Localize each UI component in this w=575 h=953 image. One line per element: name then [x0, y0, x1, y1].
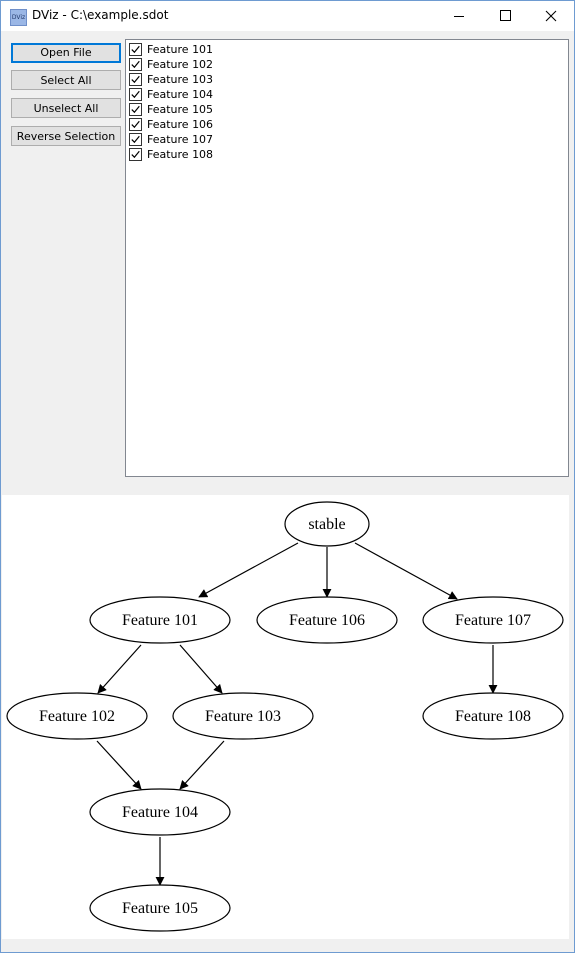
node-label: Feature 105	[122, 900, 198, 917]
node-ellipse	[256, 596, 398, 644]
node-ellipse	[422, 692, 564, 740]
node-label: stable	[308, 516, 345, 533]
app-icon: DViz	[10, 9, 27, 26]
node-ellipse	[284, 501, 370, 547]
graph-node-f105: Feature 105	[89, 884, 231, 932]
graph-node-f102: Feature 102	[6, 692, 148, 740]
checkmark-icon	[131, 150, 140, 159]
checkbox[interactable]	[129, 148, 142, 161]
graph-node-f107: Feature 107	[422, 596, 564, 644]
feature-label: Feature 108	[147, 148, 214, 161]
feature-label: Feature 105	[147, 103, 214, 116]
graph-node-f101: Feature 101	[89, 596, 231, 644]
feature-label: Feature 106	[147, 118, 214, 131]
checkmark-icon	[131, 75, 140, 84]
feature-label: Feature 107	[147, 133, 214, 146]
node-label: Feature 102	[39, 708, 115, 725]
checkmark-icon	[131, 60, 140, 69]
checkmark-icon	[131, 105, 140, 114]
node-ellipse	[89, 596, 231, 644]
reverse-selection-button[interactable]: Reverse Selection	[11, 126, 121, 146]
close-icon	[545, 10, 557, 22]
checkbox[interactable]	[129, 58, 142, 71]
checkbox[interactable]	[129, 103, 142, 116]
graph-edge	[179, 740, 225, 790]
checkbox[interactable]	[129, 88, 142, 101]
node-label: Feature 101	[122, 612, 198, 629]
node-label: Feature 104	[122, 804, 198, 821]
checkbox[interactable]	[129, 133, 142, 146]
feature-label: Feature 103	[147, 73, 214, 86]
minimize-button[interactable]	[436, 1, 482, 31]
node-label: Feature 108	[455, 708, 531, 725]
graph-edge	[354, 542, 458, 600]
node-ellipse	[422, 596, 564, 644]
node-ellipse	[89, 788, 231, 836]
graph-node-f106: Feature 106	[256, 596, 398, 644]
feature-label: Feature 104	[147, 88, 214, 101]
maximize-button[interactable]	[482, 1, 528, 31]
unselect-all-button[interactable]: Unselect All	[11, 98, 121, 118]
checkmark-icon	[131, 45, 140, 54]
window-title: DViz - C:\example.sdot	[32, 8, 169, 22]
graph-edge	[97, 644, 142, 694]
graph-node-f108: Feature 108	[422, 692, 564, 740]
graph-node-stable: stable	[284, 501, 370, 547]
node-ellipse	[6, 692, 148, 740]
node-ellipse	[172, 692, 314, 740]
feature-label: Feature 102	[147, 58, 214, 71]
graph-edge	[179, 644, 223, 694]
checkmark-icon	[131, 120, 140, 129]
checkbox[interactable]	[129, 43, 142, 56]
close-button[interactable]	[528, 1, 574, 31]
node-label: Feature 106	[289, 612, 365, 629]
minimize-icon	[454, 16, 464, 17]
checkbox[interactable]	[129, 118, 142, 131]
graph-edge	[198, 542, 299, 598]
graph-edge	[96, 740, 142, 790]
checkmark-icon	[131, 90, 140, 99]
open-file-button[interactable]: Open File	[11, 43, 121, 63]
select-all-button[interactable]: Select All	[11, 70, 121, 90]
node-ellipse	[89, 884, 231, 932]
node-label: Feature 107	[455, 612, 531, 629]
maximize-icon	[500, 10, 511, 21]
graph-node-f104: Feature 104	[89, 788, 231, 836]
node-label: Feature 103	[205, 708, 281, 725]
title-bar: DViz DViz - C:\example.sdot	[1, 1, 574, 31]
feature-label: Feature 101	[147, 43, 214, 56]
checkmark-icon	[131, 135, 140, 144]
graph-node-f103: Feature 103	[172, 692, 314, 740]
checkbox[interactable]	[129, 73, 142, 86]
